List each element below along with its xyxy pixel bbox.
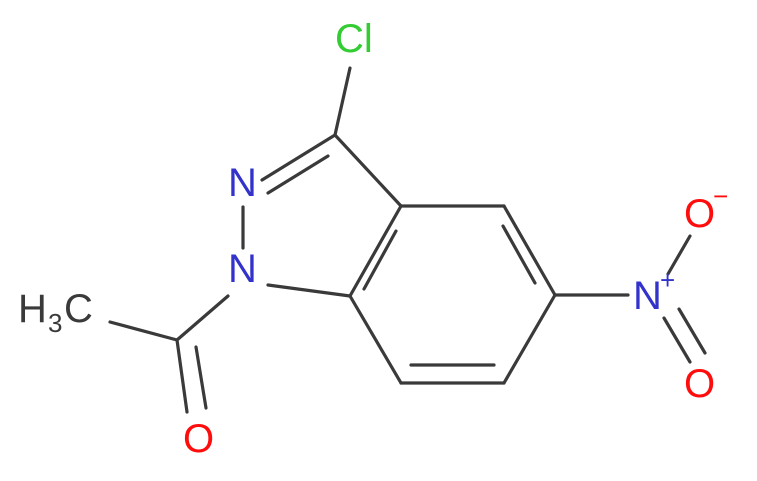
nitro-o-double-label: O — [684, 362, 715, 406]
bond-c3-cl — [333, 66, 352, 137]
bond-nitro-n-o-double — [662, 316, 692, 364]
bond-carbonyl-c-o-second — [194, 345, 208, 410]
methyl-h-label: H — [18, 287, 47, 331]
bond-inner-c4-c5 — [501, 224, 537, 285]
n1-label: N — [228, 247, 257, 291]
nitro-n-charge: + — [660, 265, 675, 295]
bond-c3-n2 — [260, 133, 337, 182]
bond-c3-c3a — [333, 133, 403, 208]
bond-nitro-n-o-double-second — [677, 307, 707, 355]
bond-n1-carbonyl-c — [175, 294, 230, 342]
nitro-n-label: N — [633, 274, 662, 318]
bond-layer — [108, 66, 707, 414]
bond-carbonyl-c-o — [175, 338, 189, 414]
chlorine-label: Cl — [335, 17, 373, 61]
n2-label: N — [228, 161, 257, 205]
nitro-o-minus-charge: − — [713, 181, 728, 211]
nitro-o-minus-label: O — [684, 192, 715, 236]
bond-c3-n2-second — [266, 154, 330, 195]
bond-n1-c7a — [266, 283, 352, 298]
bond-c7-c7a — [348, 294, 403, 385]
bond-inner-c3a-c7a — [362, 229, 398, 291]
methyl-c-label: C — [64, 287, 93, 331]
carbonyl-o-label: O — [183, 417, 214, 461]
bond-carbonyl-c-methyl — [108, 320, 179, 342]
bond-c4-c5 — [502, 204, 557, 297]
methyl-subscript: 3 — [48, 308, 62, 338]
bond-c3a-c7a — [348, 204, 403, 298]
bond-nitro-n-o-minus — [666, 234, 692, 276]
bond-c5-c6 — [502, 293, 557, 385]
